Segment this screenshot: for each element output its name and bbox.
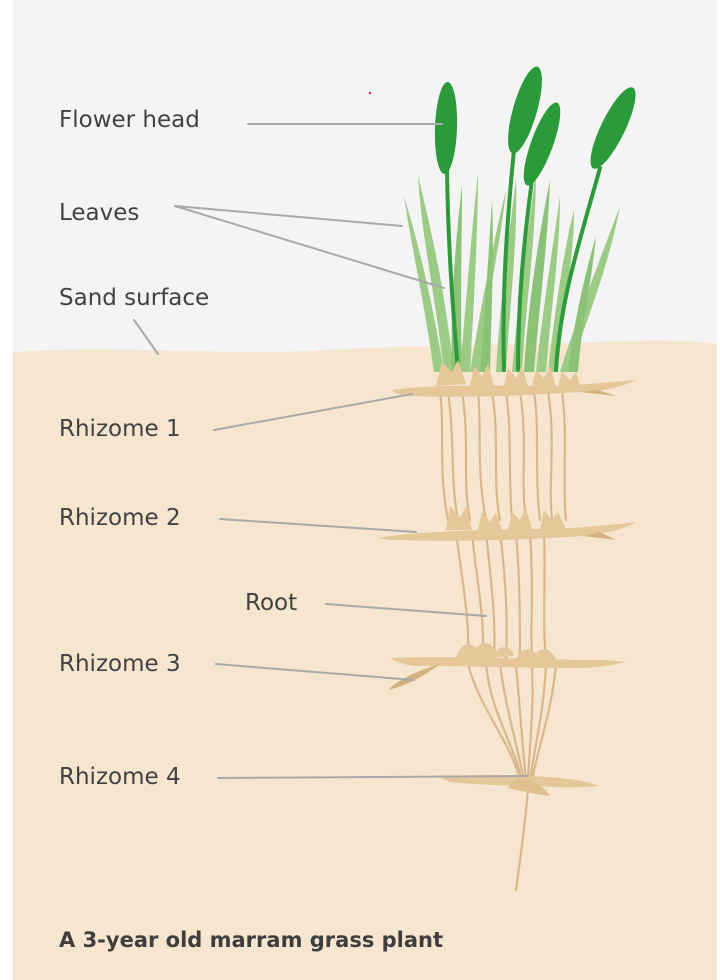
marker-dot — [369, 92, 371, 94]
label-sand-surface: Sand surface — [59, 287, 209, 310]
label-leaves: Leaves — [59, 202, 139, 225]
label-rhizome-3: Rhizome 3 — [59, 653, 181, 676]
label-rhizome-4: Rhizome 4 — [59, 766, 181, 789]
label-rhizome-2: Rhizome 2 — [59, 507, 181, 530]
label-rhizome-1: Rhizome 1 — [59, 418, 181, 441]
label-root: Root — [245, 592, 297, 615]
label-flower-head: Flower head — [59, 109, 200, 132]
figure-caption: A 3-year old marram grass plant — [59, 928, 443, 952]
